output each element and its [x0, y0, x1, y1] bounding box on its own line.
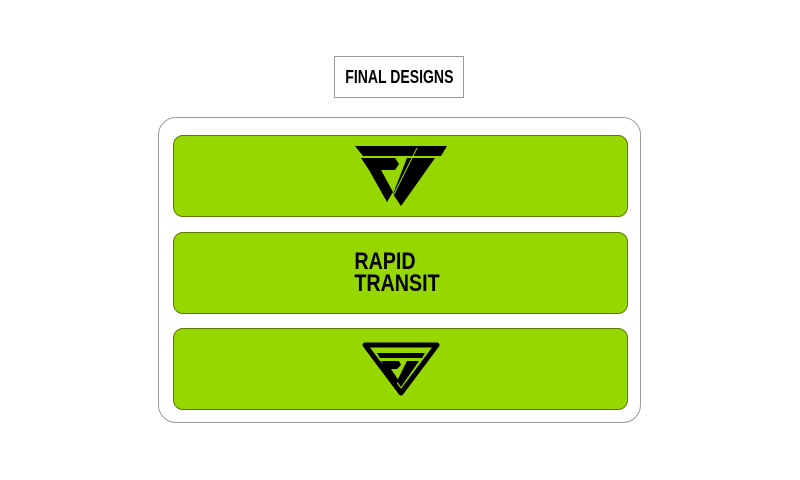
design-panel-logo-badge	[173, 328, 628, 410]
design-panel-logo-mark	[173, 135, 628, 217]
page-title: FINAL DESIGNS	[344, 66, 454, 87]
wordmark-line-1: RAPID	[353, 248, 416, 275]
design-panel-wordmark: RAPID TRANSIT	[173, 232, 628, 314]
rapid-transit-wordmark: RAPID TRANSIT	[353, 248, 440, 297]
rt-triangle-outline-logo-icon	[362, 342, 439, 396]
wordmark-line-2: TRANSIT	[353, 270, 440, 297]
rt-triangle-logo-icon	[354, 146, 447, 206]
page-title-box: FINAL DESIGNS	[334, 56, 464, 98]
